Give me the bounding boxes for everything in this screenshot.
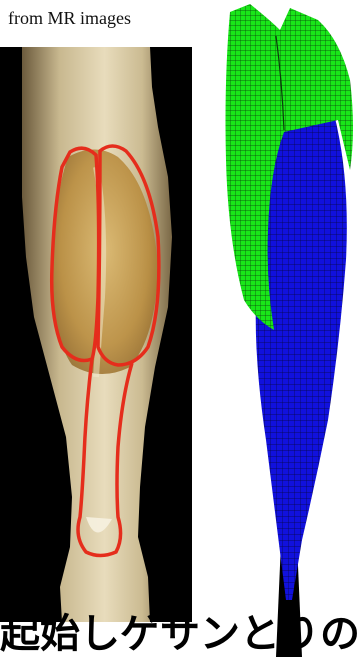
bottom-caption: 起始しゲサンとりの日 xyxy=(0,614,358,654)
caption-text: from MR images xyxy=(8,9,131,27)
mesh-model xyxy=(210,0,358,657)
leg-photograph xyxy=(0,47,192,622)
